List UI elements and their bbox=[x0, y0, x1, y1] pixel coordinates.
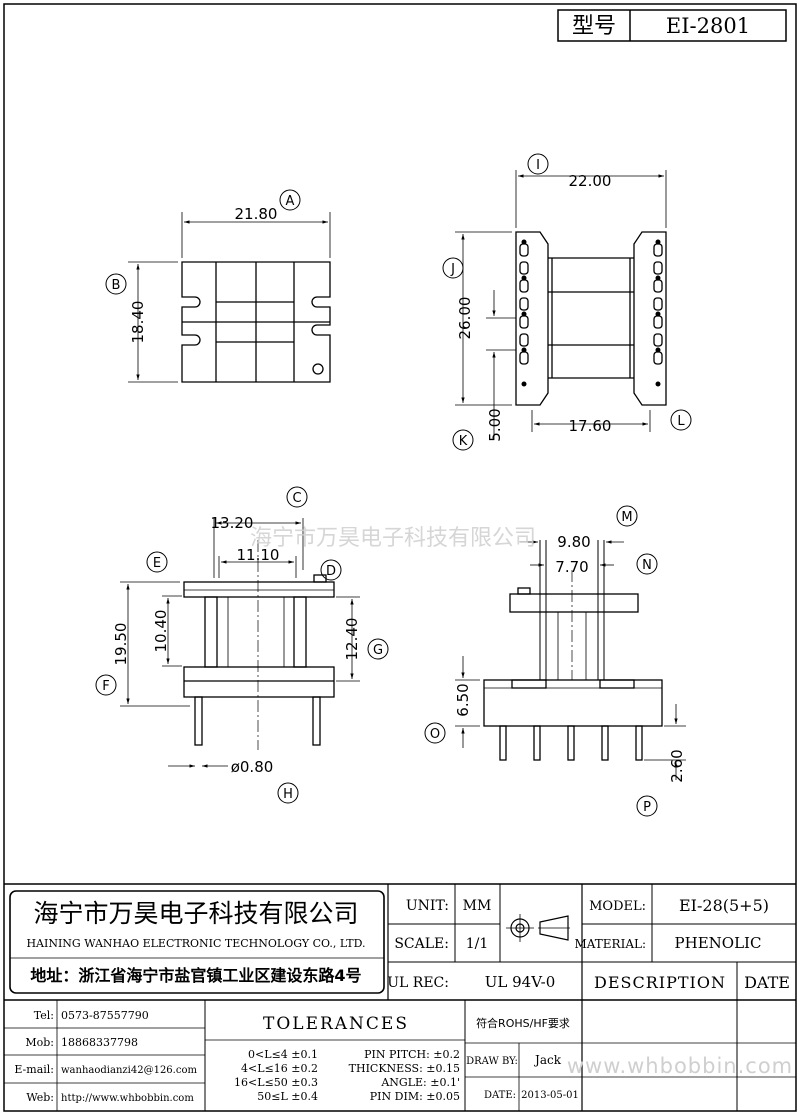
dim-l-value: 17.60 bbox=[569, 417, 612, 435]
callout-a: A bbox=[286, 194, 295, 209]
callout-k: K bbox=[459, 434, 468, 449]
company-address: 地址：浙江省海宁市盐官镇工业区建设东路4号 bbox=[30, 966, 361, 985]
unit-value: MM bbox=[463, 898, 492, 914]
scale-label: SCALE: bbox=[394, 936, 449, 952]
tel-label: Tel: bbox=[34, 1009, 54, 1022]
callout-o: O bbox=[430, 727, 440, 742]
callout-n: N bbox=[642, 558, 652, 573]
callout-c: C bbox=[292, 491, 301, 506]
dim-f-value: 19.50 bbox=[112, 623, 130, 666]
mob-label: Mob: bbox=[25, 1036, 54, 1049]
tolerance-spec-4: PIN DIM: ±0.05 bbox=[370, 1090, 460, 1103]
tolerance-range-4: 50≤L ±0.4 bbox=[257, 1090, 318, 1103]
dim-h-value: ø0.80 bbox=[231, 758, 274, 776]
web-label: Web: bbox=[26, 1091, 54, 1104]
watermark-url: www.whbobbin.com bbox=[567, 1054, 793, 1078]
model-label: 型号 bbox=[572, 14, 616, 39]
tolerance-spec-1: PIN PITCH: ±0.2 bbox=[364, 1048, 460, 1061]
callout-j: J bbox=[450, 262, 455, 277]
callout-l: L bbox=[677, 414, 685, 429]
callout-f: F bbox=[102, 679, 109, 694]
callout-b: B bbox=[112, 278, 121, 293]
front-view bbox=[120, 518, 360, 768]
callout-h: H bbox=[283, 787, 293, 802]
tolerances-title: TOLERANCES bbox=[263, 1014, 409, 1034]
draw-by-label: DRAW BY: bbox=[466, 1056, 518, 1067]
dim-e-value: 10.40 bbox=[152, 610, 170, 653]
dim-c-value: 13.20 bbox=[211, 514, 254, 532]
dim-n-value: 7.70 bbox=[555, 558, 588, 576]
tolerance-range-3: 16<L≤50 ±0.3 bbox=[234, 1076, 318, 1089]
dim-p-value: 2.60 bbox=[668, 749, 686, 782]
unit-label: UNIT: bbox=[406, 898, 449, 914]
dim-i-value: 22.00 bbox=[569, 172, 612, 190]
dim-m-value: 9.80 bbox=[557, 533, 590, 551]
top-view bbox=[128, 212, 331, 383]
callout-m: M bbox=[621, 510, 632, 525]
title-box: 型号 EI-2801 bbox=[557, 9, 787, 42]
material-value: PHENOLIC bbox=[675, 934, 762, 952]
date-row-value: 2013-05-01 bbox=[521, 1090, 579, 1101]
side-view-pins bbox=[521, 239, 661, 387]
callout-d: D bbox=[326, 564, 336, 579]
dim-b-value: 18.40 bbox=[129, 301, 147, 344]
date-header: DATE bbox=[744, 973, 790, 992]
tel-value: 0573-87557790 bbox=[61, 1009, 149, 1022]
dim-a-value: 21.80 bbox=[235, 205, 278, 223]
model-field-label: MODEL: bbox=[589, 899, 646, 914]
ulrec-value: UL 94V-0 bbox=[485, 973, 556, 991]
dim-k-value: 5.00 bbox=[486, 408, 504, 441]
company-name-cn: 海宁市万昊电子科技有限公司 bbox=[33, 899, 358, 928]
callout-g: G bbox=[373, 643, 383, 658]
title-block bbox=[4, 883, 796, 1111]
tolerance-range-2: 4<L≤16 ±0.2 bbox=[241, 1062, 318, 1075]
side-view bbox=[455, 170, 667, 440]
callout-e: E bbox=[153, 556, 161, 571]
material-label: MATERIAL: bbox=[574, 937, 646, 951]
watermark-text: 海宁市万昊电子科技有限公司 bbox=[250, 526, 536, 551]
date-row-label: DATE: bbox=[484, 1090, 516, 1101]
dim-o-value: 6.50 bbox=[454, 683, 472, 716]
scale-value: 1/1 bbox=[466, 936, 489, 952]
end-view bbox=[455, 540, 686, 780]
tolerance-spec-2: THICKNESS: ±0.15 bbox=[349, 1062, 460, 1075]
model-number: EI-2801 bbox=[666, 14, 750, 38]
dim-g-value: 12.40 bbox=[343, 618, 361, 661]
tolerance-range-1: 0<L≤4 ±0.1 bbox=[248, 1048, 318, 1061]
sheet-border bbox=[3, 3, 797, 1112]
callout-p: P bbox=[643, 800, 651, 815]
email-label: E-mail: bbox=[14, 1063, 54, 1076]
model-field-value: EI-28(5+5) bbox=[679, 896, 769, 915]
rohs-note: 符合ROHS/HF要求 bbox=[476, 1016, 570, 1030]
web-value: http://www.whbobbin.com bbox=[61, 1093, 194, 1104]
company-name-en: HAINING WANHAO ELECTRONIC TECHNOLOGY CO.… bbox=[26, 937, 365, 950]
mob-value: 18868337798 bbox=[61, 1036, 138, 1049]
dim-j-value: 26.00 bbox=[456, 297, 474, 340]
dim-d-value: 11.10 bbox=[237, 546, 280, 564]
draw-by-value: Jack bbox=[533, 1053, 562, 1067]
ulrec-label: UL REC: bbox=[387, 975, 449, 991]
email-value: wanhaodianzi42@126.com bbox=[61, 1065, 197, 1076]
callout-i: I bbox=[536, 158, 540, 173]
description-label: DESCRIPTION bbox=[594, 973, 726, 992]
tolerance-spec-3: ANGLE: ±0.1' bbox=[380, 1076, 460, 1089]
